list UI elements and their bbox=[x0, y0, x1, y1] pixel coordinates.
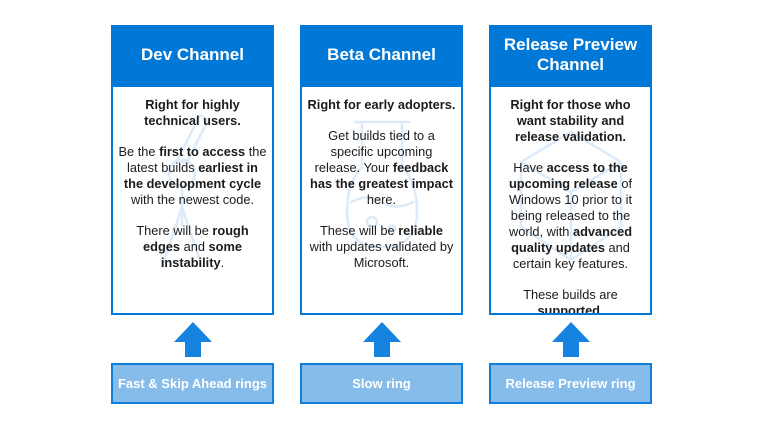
card-paragraph: Right for highly technical users. bbox=[144, 97, 241, 128]
release-preview-channel-column: Release Preview Channel Right for those … bbox=[489, 25, 652, 428]
release-preview-channel-card: Right for those who want stability and r… bbox=[489, 85, 652, 315]
release-preview-arrow-zone bbox=[489, 315, 652, 363]
dev-ring-box: Fast & Skip Ahead rings bbox=[111, 363, 274, 404]
card-paragraph: These will be reliable with updates vali… bbox=[309, 222, 454, 270]
card-paragraph: Right for early adopters. bbox=[307, 97, 456, 112]
card-paragraph: Have access to the upcoming release of W… bbox=[508, 159, 633, 271]
beta-channel-card: Right for early adopters. Get builds tied… bbox=[300, 85, 463, 315]
beta-channel-header: Beta Channel bbox=[300, 25, 463, 85]
beta-arrow-zone bbox=[300, 315, 463, 363]
beta-channel-text: Right for early adopters. Get builds tied… bbox=[302, 87, 461, 296]
beta-ring-label: Slow ring bbox=[352, 376, 411, 391]
dev-ring-label: Fast & Skip Ahead rings bbox=[117, 376, 268, 391]
release-preview-ring-box: Release Preview ring bbox=[489, 363, 652, 404]
dev-channel-title: Dev Channel bbox=[141, 44, 244, 64]
beta-ring-box: Slow ring bbox=[300, 363, 463, 404]
beta-up-arrow-icon bbox=[362, 321, 401, 357]
card-paragraph: Get builds tied to a specific upcoming r… bbox=[310, 127, 453, 207]
dev-channel-text: Right for highly technical users. Be the … bbox=[113, 87, 272, 296]
release-preview-channel-title: Release Preview Channel bbox=[503, 34, 638, 74]
dev-channel-column: Dev Channel Right for highly technical u… bbox=[111, 25, 274, 428]
dev-channel-header: Dev Channel bbox=[111, 25, 274, 85]
beta-channel-column: Beta Channel Right for early adopters. Ge… bbox=[300, 25, 463, 428]
release-preview-ring-label: Release Preview ring bbox=[505, 376, 636, 391]
card-paragraph: There will be rough edges and some insta… bbox=[136, 222, 249, 270]
release-preview-channel-text: Right for those who want stability and r… bbox=[491, 87, 650, 315]
dev-channel-card: Right for highly technical users. Be the … bbox=[111, 85, 274, 315]
release-preview-up-arrow-icon bbox=[551, 321, 590, 357]
card-paragraph: These builds are supported. bbox=[523, 286, 618, 315]
dev-up-arrow-icon bbox=[173, 321, 212, 357]
dev-arrow-zone bbox=[111, 315, 274, 363]
release-preview-channel-header: Release Preview Channel bbox=[489, 25, 652, 85]
card-paragraph: Be the first to access the latest builds… bbox=[118, 143, 267, 207]
beta-channel-title: Beta Channel bbox=[327, 44, 436, 64]
card-paragraph: Right for those who want stability and r… bbox=[510, 97, 631, 144]
